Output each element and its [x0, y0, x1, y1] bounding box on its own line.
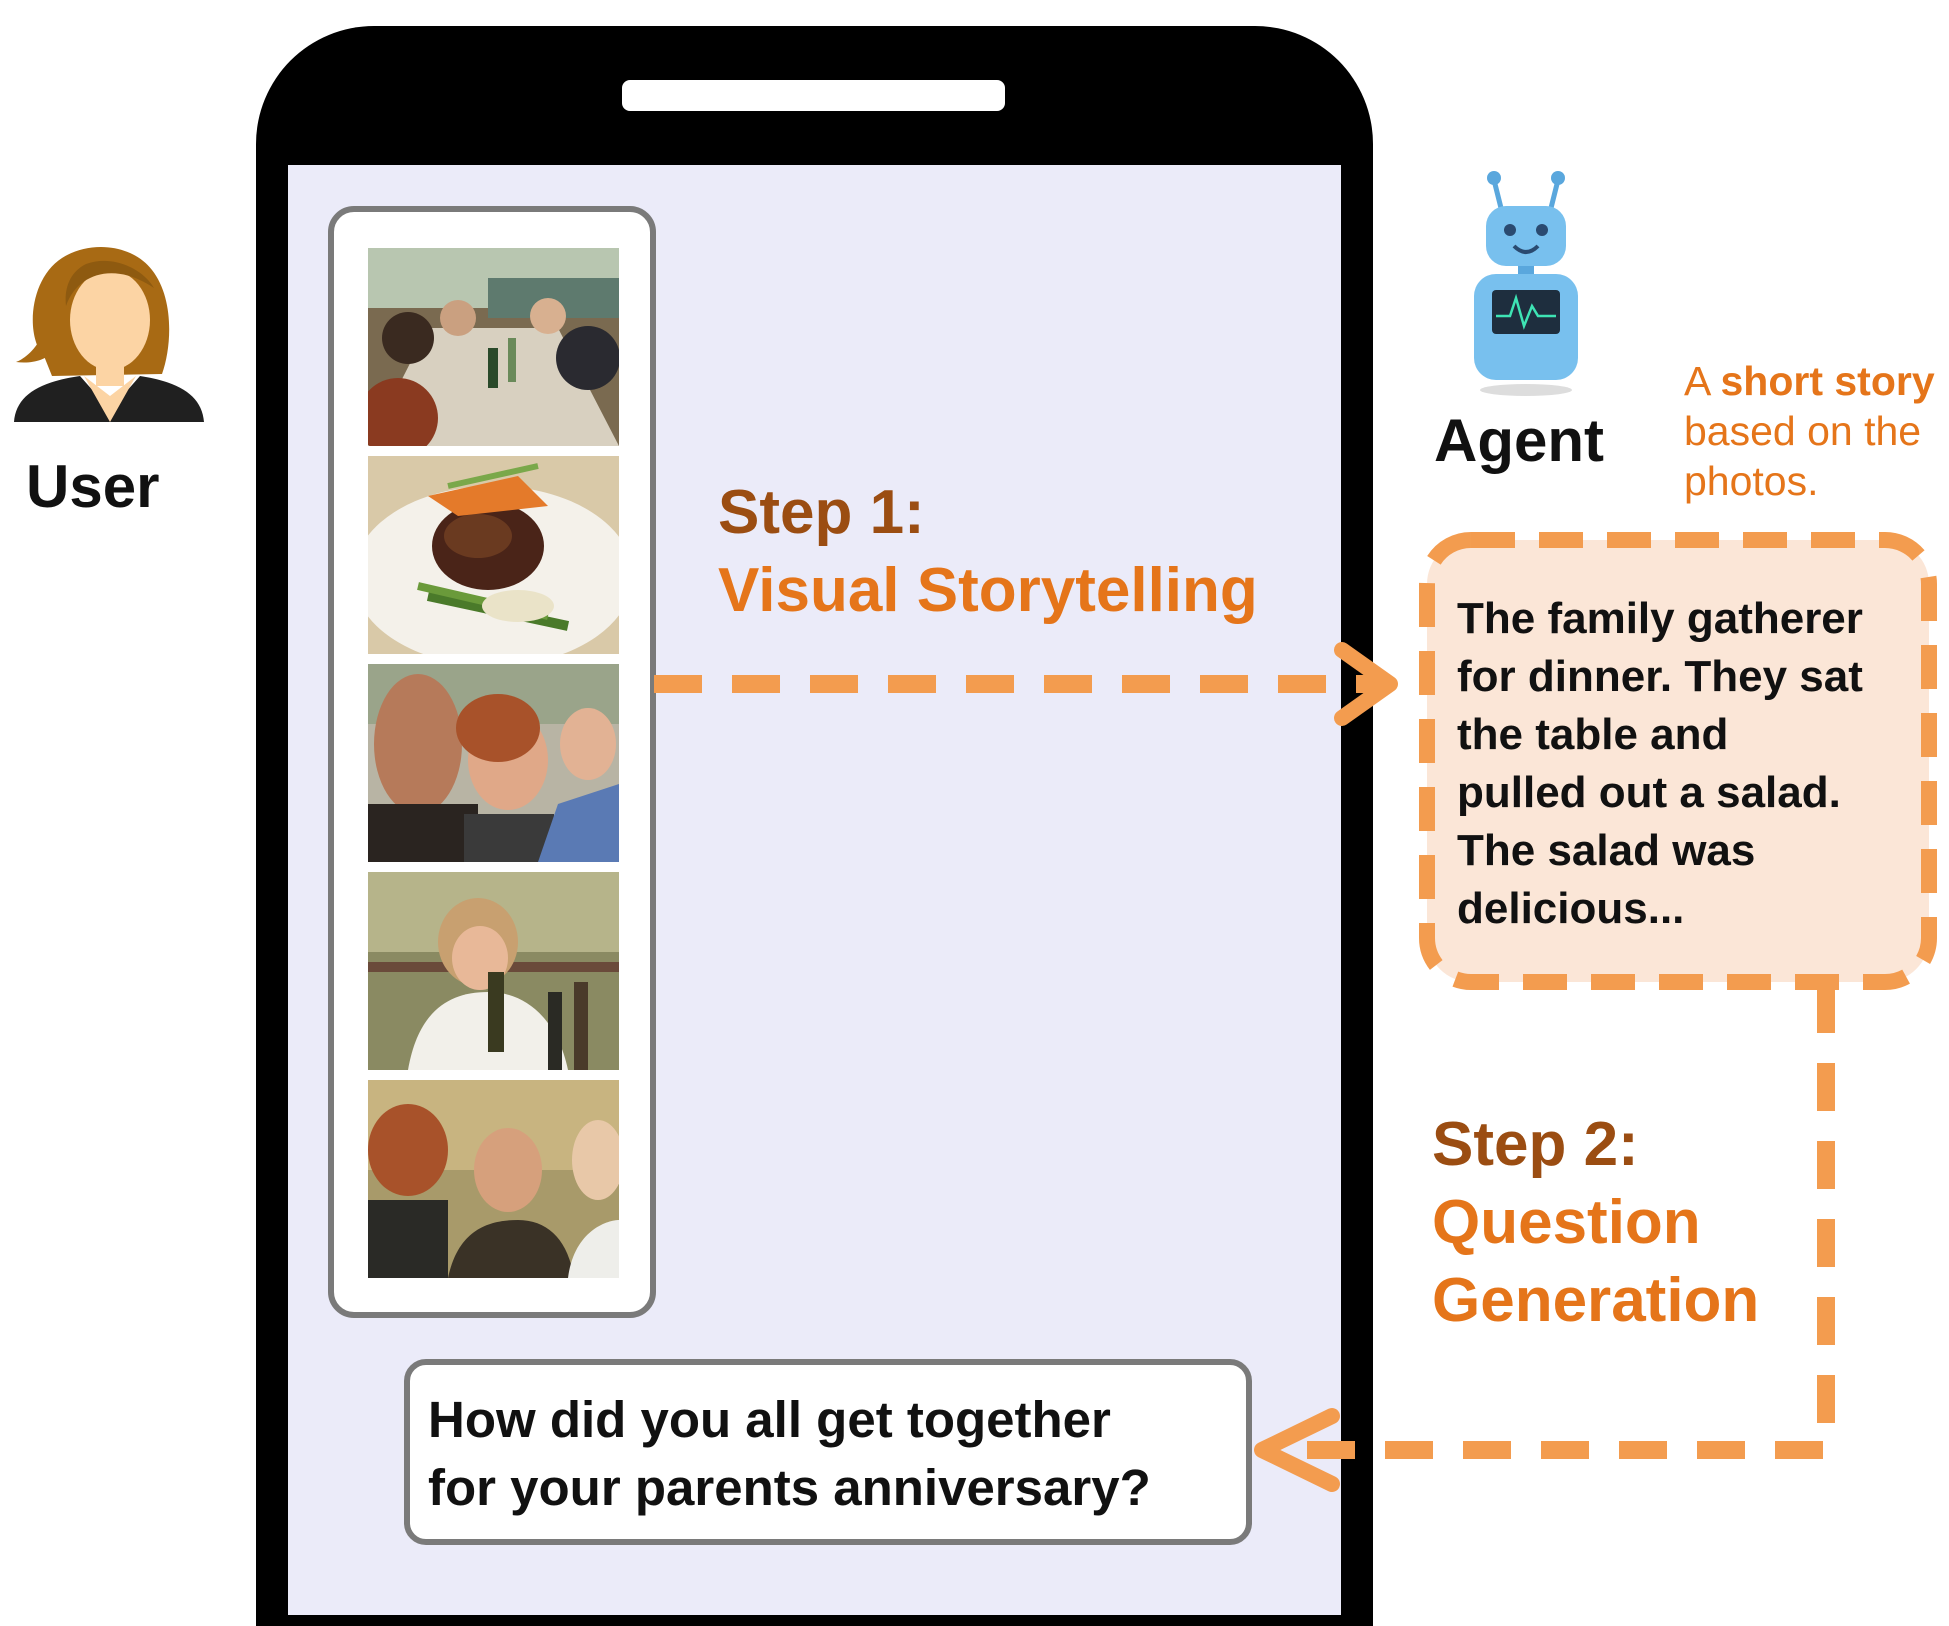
- robot-icon: [1462, 166, 1590, 396]
- arrow-overlay: [654, 642, 1835, 1492]
- phone-speaker: [622, 80, 1005, 111]
- step2-title-line1: Question: [1432, 1188, 1701, 1257]
- story-line: for dinner. They sat: [1457, 652, 1863, 701]
- dinner-table-photo: [368, 248, 619, 446]
- question-line2: for your parents anniversary?: [428, 1459, 1151, 1516]
- agent-label: Agent: [1434, 407, 1604, 474]
- step1-number: Step 1:: [718, 478, 925, 547]
- story-line: delicious...: [1457, 884, 1685, 933]
- question-line1: How did you all get together: [428, 1391, 1111, 1448]
- step2-title-line2: Generation: [1432, 1266, 1760, 1335]
- story-line: The salad was: [1457, 826, 1756, 875]
- smiling-couple-photo: [368, 1080, 619, 1278]
- question-text: How did you all get together for your pa…: [428, 1386, 1238, 1522]
- step2-number: Step 2:: [1432, 1110, 1639, 1179]
- step1-title: Visual Storytelling: [718, 556, 1258, 625]
- laughing-guests-photo: [368, 664, 619, 862]
- step1-arrow-head: [1334, 642, 1398, 726]
- question-box: [404, 1359, 1252, 1545]
- story-line: the table and: [1457, 710, 1729, 759]
- story-caption-emphasis: short story: [1720, 358, 1935, 404]
- user-label: User: [26, 453, 160, 520]
- story-line: pulled out a salad.: [1457, 768, 1841, 817]
- story-caption-line3: photos.: [1684, 458, 1819, 504]
- step2-arrow-head: [1254, 1408, 1340, 1492]
- story-box-dashed-border: [1419, 532, 1937, 990]
- steak-dish-photo: [368, 456, 619, 654]
- story-caption-line2: based on the: [1684, 408, 1922, 454]
- woman-with-wine-photo: [368, 872, 619, 1070]
- step2-label: Step 2: Question Generation: [1432, 1106, 1759, 1340]
- user-avatar-icon: [4, 236, 210, 422]
- story-caption: A short story based on the photos.: [1684, 356, 1949, 506]
- story-box: [1427, 540, 1929, 982]
- story-line: The family gatherer: [1457, 594, 1863, 643]
- story-text: The family gatherer for dinner. They sat…: [1457, 590, 1907, 938]
- step1-label: Step 1: Visual Storytelling: [718, 474, 1258, 630]
- story-caption-prefix: A: [1684, 358, 1721, 404]
